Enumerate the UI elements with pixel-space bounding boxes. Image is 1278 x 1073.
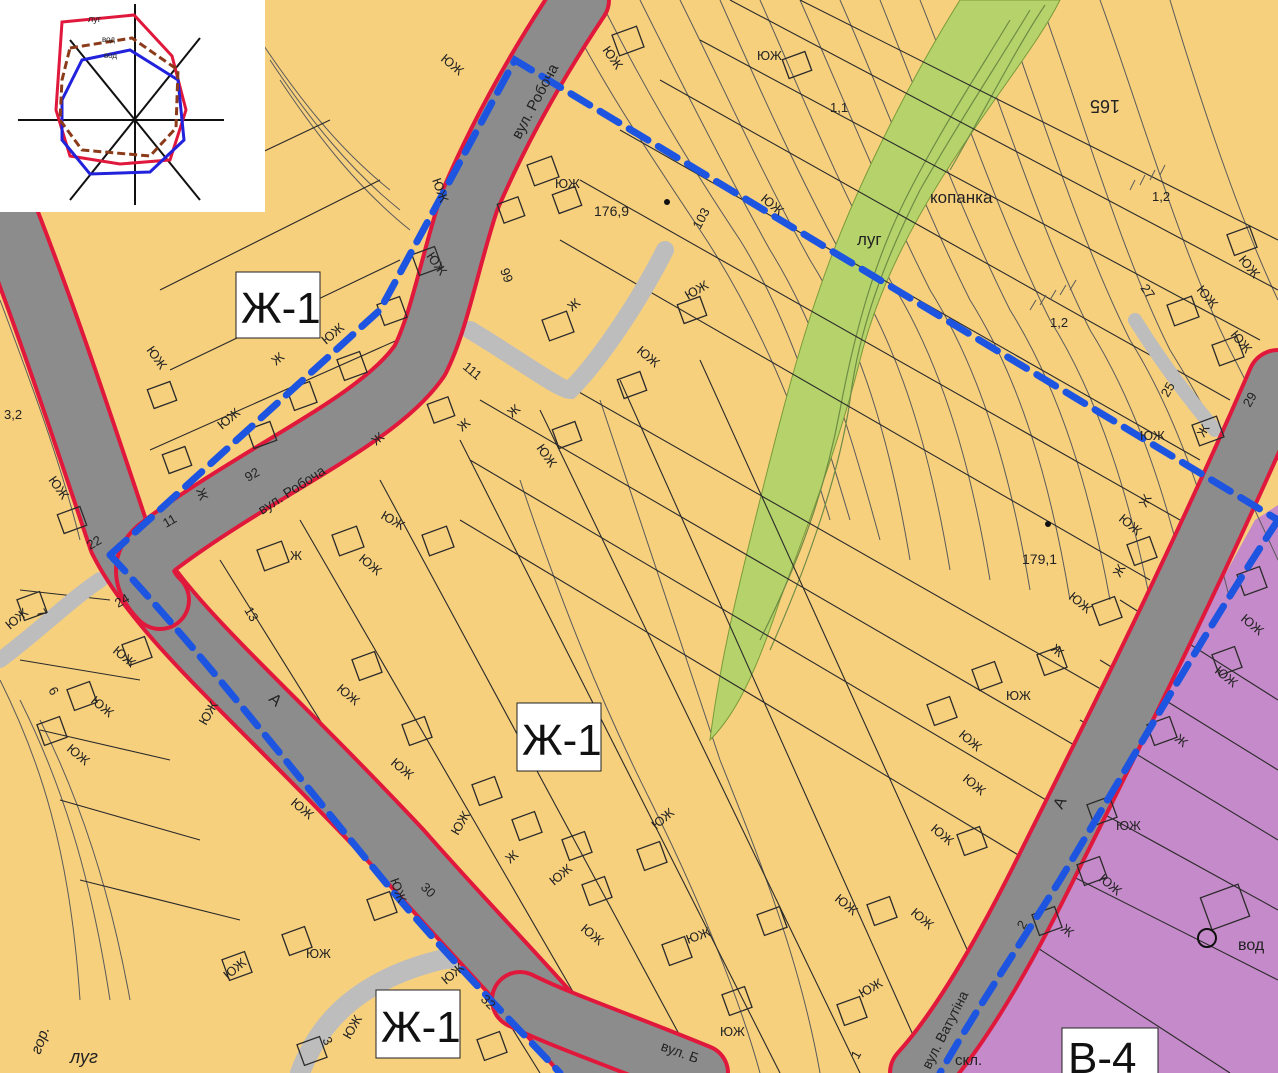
house-number: 22: [84, 532, 104, 552]
zone-label-zh1-b: Ж-1: [516, 702, 602, 772]
zone-code-zh1-c: Ж-1: [381, 1003, 461, 1052]
elevation-label-176: 176,9: [594, 203, 629, 219]
elevation-label-1-2b: 1,2: [1050, 315, 1068, 330]
zone-code-zh1-b: Ж-1: [522, 716, 602, 765]
house-number: 13: [241, 604, 261, 624]
wind-rose-label-lug: луг: [88, 14, 102, 24]
lot-lines: [19, 0, 1278, 1073]
building-code: ЮЖ: [1140, 428, 1165, 443]
house-number: 25: [1158, 379, 1178, 399]
elevation-label-1-2a: 1,2: [1152, 189, 1170, 204]
building-code: Ж: [193, 486, 211, 502]
feature-label-kopanka: копанка: [930, 188, 993, 207]
elevation-label-3-2: 3,2: [4, 407, 22, 422]
house-number: 27: [1138, 281, 1159, 301]
wind-rose-label-vod-2: вод: [104, 51, 117, 60]
building-code: ЮЖ: [1116, 818, 1141, 833]
zone-label-zh1-c: Ж-1: [375, 989, 461, 1059]
house-number: 29: [1240, 389, 1260, 409]
feature-label-vod: вод: [1238, 937, 1265, 954]
house-number: 99: [497, 266, 516, 285]
survey-point-176: [664, 199, 670, 205]
water-well-symbol: [1197, 928, 1217, 948]
building-code: ЮЖ: [306, 946, 331, 961]
building-code: ЮЖ: [1006, 688, 1031, 703]
elevation-label-165: 165: [1090, 96, 1120, 116]
wind-rose-icon: луг вод вод: [0, 0, 265, 212]
zone-code-zh1-a: Ж-1: [241, 284, 321, 333]
building-code: ЮЖ: [720, 1024, 745, 1039]
building-code: ЮЖ: [757, 48, 782, 63]
house-number: 11: [160, 511, 179, 531]
feature-label-lug-bottom: луг: [69, 1047, 98, 1067]
elevation-label-179: 179,1: [1022, 551, 1057, 567]
building-outlines: [16, 25, 1268, 1067]
zone-code-v4: В-4: [1068, 1034, 1136, 1073]
survey-point-179: [1045, 521, 1051, 527]
building-code: Ж: [290, 548, 302, 563]
zone-label-zh1-a: Ж-1: [235, 271, 321, 339]
house-number: 24: [112, 590, 132, 610]
elevation-label-1-1: 1,1: [830, 100, 848, 115]
house-number-labels: 103 99 111 92 11 22 24 13 7 6 27 25 29 3…: [33, 205, 1259, 1061]
building-code: ЮЖ: [555, 176, 580, 191]
planning-boundary: [106, 55, 1278, 1073]
zone-label-v4: В-4: [1061, 1027, 1159, 1073]
slope-hatching: [1029, 164, 1166, 311]
meadow-strip: [709, 0, 1061, 742]
wind-rose-label-vod-1: вод: [102, 35, 115, 44]
house-number: 92: [242, 464, 262, 484]
feature-label-lug-top: луг: [857, 230, 882, 249]
feature-label-skl: скл.: [955, 1052, 982, 1069]
